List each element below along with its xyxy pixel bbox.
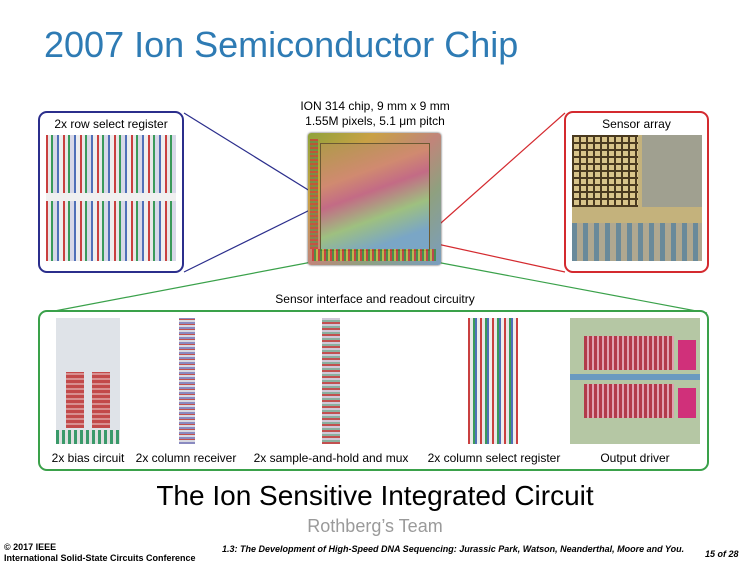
chip-caption-line2: 1.55M pixels, 5.1 μm pitch: [305, 114, 445, 128]
column-select-label: 2x column select register: [427, 451, 561, 465]
chip-readout-strip: [312, 249, 436, 261]
sensor-grid: [572, 135, 638, 207]
row-select-label: 2x row select register: [54, 117, 168, 131]
footer-conference: International Solid-State Circuits Confe…: [4, 553, 196, 563]
interface-line-right: [435, 261, 708, 314]
bias-block-right: [92, 372, 110, 428]
output-block-lower: [584, 384, 674, 418]
bias-circuit-image: [56, 318, 120, 444]
slide-title: 2007 Ion Semiconductor Chip: [44, 24, 519, 65]
output-pad-lower: [678, 388, 696, 418]
sensor-array-label: Sensor array: [602, 117, 671, 131]
sensor-periphery: [642, 135, 702, 207]
bias-bottom-strip: [56, 430, 120, 444]
interface-line-left: [43, 261, 313, 314]
chip-image: [308, 133, 441, 265]
sensor-line-top: [423, 112, 566, 239]
output-bus: [570, 374, 700, 380]
column-select-image: [468, 318, 518, 444]
row-select-panel: 2x row select register: [38, 111, 184, 273]
sample-hold-image: [322, 318, 340, 444]
chip-caption-line1: ION 314 chip, 9 mm x 9 mm: [300, 99, 450, 113]
footer-copyright: © 2017 IEEE: [4, 542, 57, 552]
row-select-line-bottom: [183, 205, 319, 273]
row-select-layout-image: [46, 135, 176, 261]
team-credit: Rothberg’s Team: [307, 516, 443, 536]
output-block-upper: [584, 336, 674, 370]
column-receiver-label: 2x column receiver: [135, 451, 237, 465]
sensor-array-image: [572, 135, 702, 261]
interface-label: Sensor interface and readout circuitry: [275, 292, 475, 306]
sensor-bondpads: [572, 223, 702, 261]
column-receiver-image: [179, 318, 195, 444]
sensor-array-panel: Sensor array: [564, 111, 709, 273]
sensor-line-bottom: [427, 241, 566, 273]
footer-page-number: 15 of 28: [705, 549, 739, 559]
output-driver-image: [570, 318, 700, 444]
chip-row-strip: [310, 139, 318, 249]
output-pad-upper: [678, 340, 696, 370]
bias-circuit-label: 2x bias circuit: [51, 451, 125, 465]
row-select-divider: [46, 193, 176, 201]
footer-session: 1.3: The Development of High-Speed DNA S…: [222, 544, 685, 554]
output-driver-label: Output driver: [600, 451, 670, 465]
row-select-line-top: [183, 112, 319, 197]
slide-subtitle: The Ion Sensitive Integrated Circuit: [156, 480, 594, 511]
bias-block-left: [66, 372, 84, 428]
sample-hold-label: 2x sample-and-hold and mux: [253, 451, 409, 465]
chip-die-area: [320, 143, 430, 251]
interface-panel: 2x bias circuit 2x column receiver 2x sa…: [38, 310, 709, 471]
